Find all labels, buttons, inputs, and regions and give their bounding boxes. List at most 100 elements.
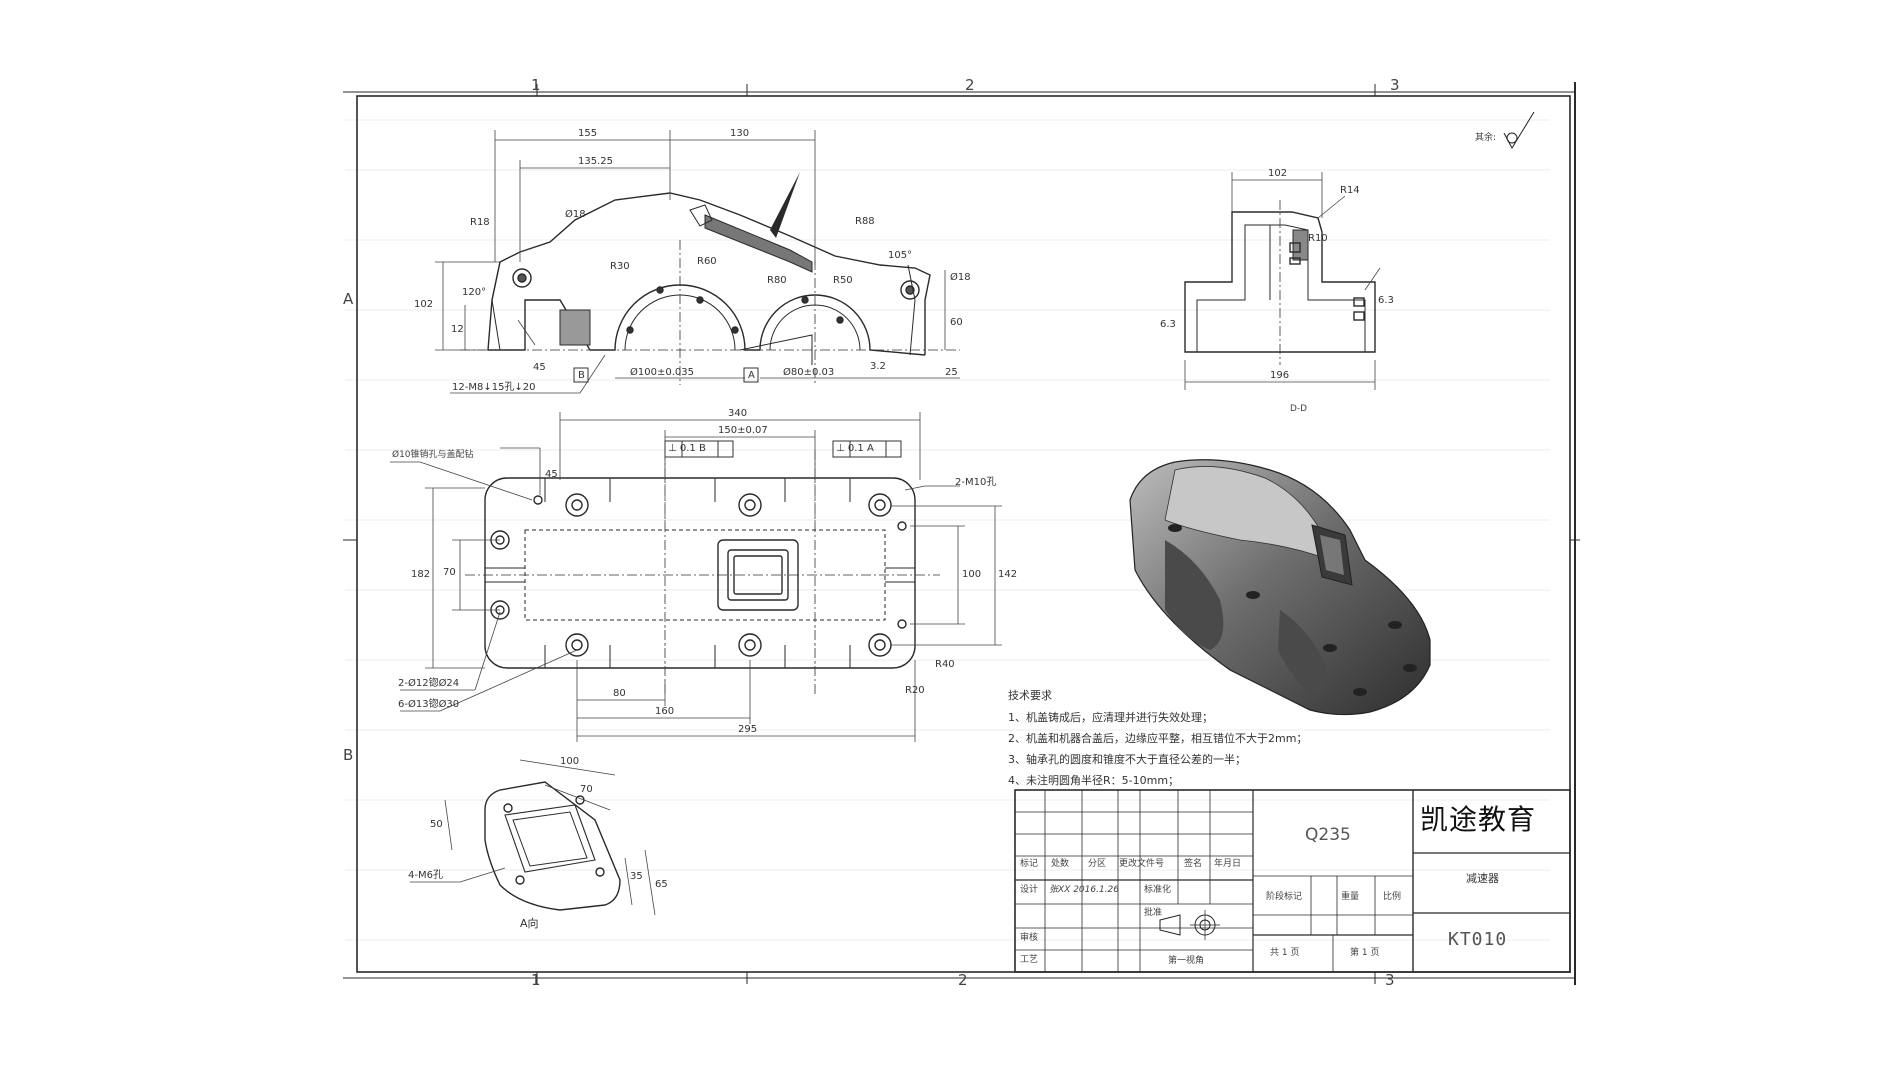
header-cell: 标记 <box>1020 859 1039 869</box>
zone-top-2: 2 <box>965 76 975 94</box>
designer-signature: 张XX 2016.1.26 <box>1049 885 1119 895</box>
dim-label: 50 <box>430 819 443 830</box>
datum-label-a: A <box>748 370 755 381</box>
dim-label: 60 <box>950 317 963 328</box>
zone-top-3: 3 <box>1390 76 1400 94</box>
top-dimlines <box>390 412 1002 742</box>
dim-label: Ø10锥销孔与盖配钻 <box>392 450 474 460</box>
sheet-number: 第 1 页 <box>1350 948 1380 958</box>
material: Q235 <box>1305 825 1351 845</box>
dim-label: Ø18 <box>565 209 586 220</box>
dim-label: 182 <box>411 569 431 580</box>
header-cell: 分区 <box>1088 859 1107 869</box>
datum-label-b: B <box>578 370 585 381</box>
tech-req-heading: 技术要求 <box>1008 689 1052 702</box>
dim-label: 105° <box>888 250 913 261</box>
dim-label: 70 <box>443 567 456 578</box>
dim-label: Ø18 <box>950 272 971 283</box>
header-cell: 签名 <box>1184 859 1203 869</box>
front-centerlines <box>460 240 960 385</box>
dim-label: 196 <box>1270 370 1290 381</box>
header-cell: 更改文件号 <box>1119 859 1165 869</box>
dim-label: 155 <box>578 128 598 139</box>
stage-header: 重量 <box>1341 892 1360 902</box>
dim-label: 340 <box>728 408 748 419</box>
label-standardization: 标准化 <box>1144 885 1172 895</box>
tech-req-item: 3、轴承孔的圆度和锥度不大于直径公差的一半； <box>1008 753 1246 766</box>
dim-label: 35 <box>630 871 643 882</box>
row-label-design: 设计 <box>1020 885 1039 895</box>
technical-requirements: 技术要求 1、机盖铸成后，应清理并进行失效处理； 2、机盖和机器合盖后，边缘应平… <box>1008 687 1307 788</box>
dim-label: 65 <box>655 879 668 890</box>
sheets-total: 共 1 页 <box>1270 948 1300 958</box>
dim-label: R50 <box>833 275 853 286</box>
header-cell: 年月日 <box>1214 859 1242 869</box>
dim-label: 3.2 <box>870 361 886 372</box>
zone-bottom-2: 2 <box>958 971 968 989</box>
aux-view-title: A向 <box>520 917 539 930</box>
dim-label: 12 <box>451 324 464 335</box>
dim-label: 160 <box>655 706 675 717</box>
datum-boxes-front <box>573 367 759 383</box>
iso-part <box>1129 459 1431 716</box>
dim-label: 2-Ø12锪Ø24 <box>398 678 460 689</box>
dim-label: 100 <box>560 756 580 767</box>
dim-label: 6.3 <box>1378 295 1394 306</box>
top-view <box>484 477 916 669</box>
part-name: 减速器 <box>1466 872 1499 885</box>
tolerance-frames <box>664 440 902 458</box>
side-dimlines <box>1184 172 1381 390</box>
dim-label: 6-Ø13锪Ø30 <box>398 699 460 710</box>
dim-label: 100 <box>962 569 982 580</box>
dim-label: 25 <box>945 367 958 378</box>
aux-dimlines <box>410 759 656 916</box>
label-approval: 批准 <box>1144 908 1163 918</box>
dim-label: R60 <box>697 256 717 267</box>
zone-bottom-3: 3 <box>1385 971 1395 989</box>
dim-label: R40 <box>935 659 955 670</box>
projection-label: 第一视角 <box>1168 956 1205 966</box>
title-block <box>1014 789 1571 973</box>
tolerance-frame-a: ⊥ 0.1 A <box>836 443 874 454</box>
dim-label: 80 <box>613 688 626 699</box>
aux-view <box>484 781 621 911</box>
dim-label: 70 <box>580 784 593 795</box>
dim-label: R18 <box>470 217 490 228</box>
zone-top-1: 1 <box>531 76 541 94</box>
header-cell: 处数 <box>1051 859 1070 869</box>
row-label-process: 工艺 <box>1020 955 1039 965</box>
tech-req-item: 2、机盖和机器合盖后，边缘应平整，相互错位不大于2mm； <box>1008 732 1308 745</box>
drawing-number: KT010 <box>1448 929 1508 950</box>
dim-label: Ø100±0.035 <box>630 367 694 378</box>
dim-label: R20 <box>905 685 925 696</box>
tech-req-item: 1、机盖铸成后，应清理并进行失效处理； <box>1008 711 1213 724</box>
top-centerlines <box>465 450 940 695</box>
projection-symbol <box>1159 910 1220 940</box>
row-label-review: 审核 <box>1020 933 1039 943</box>
dim-label: 45 <box>545 469 558 480</box>
dim-label: R80 <box>767 275 787 286</box>
tolerance-frame-b: ⊥ 0.1 B <box>668 443 706 454</box>
dim-label: R10 <box>1308 233 1328 244</box>
dim-label: 135.25 <box>578 156 613 167</box>
front-dimlines <box>435 130 960 394</box>
zone-left-b: B <box>343 746 354 764</box>
dim-label: R14 <box>1340 185 1360 196</box>
dim-label: 130 <box>730 128 750 139</box>
zone-bottom-1: 1 <box>531 971 541 989</box>
roughness-symbol <box>1503 111 1535 150</box>
zone-left-a: A <box>343 290 354 308</box>
dim-label: 142 <box>998 569 1018 580</box>
dim-label: R88 <box>855 216 875 227</box>
dim-label: 6.3 <box>1160 319 1176 330</box>
dim-label: 102 <box>1268 168 1288 179</box>
company-name: 凯途教育 <box>1420 803 1537 836</box>
top-hidden-lines <box>664 478 816 668</box>
dim-label: 4-M6孔 <box>408 870 443 881</box>
stage-header: 阶段标记 <box>1266 892 1303 902</box>
dim-label: R30 <box>610 261 630 272</box>
tech-req-item: 4、未注明圆角半径R：5-10mm； <box>1008 774 1180 787</box>
dim-label: 295 <box>738 724 758 735</box>
dim-label: 150±0.07 <box>718 425 768 436</box>
